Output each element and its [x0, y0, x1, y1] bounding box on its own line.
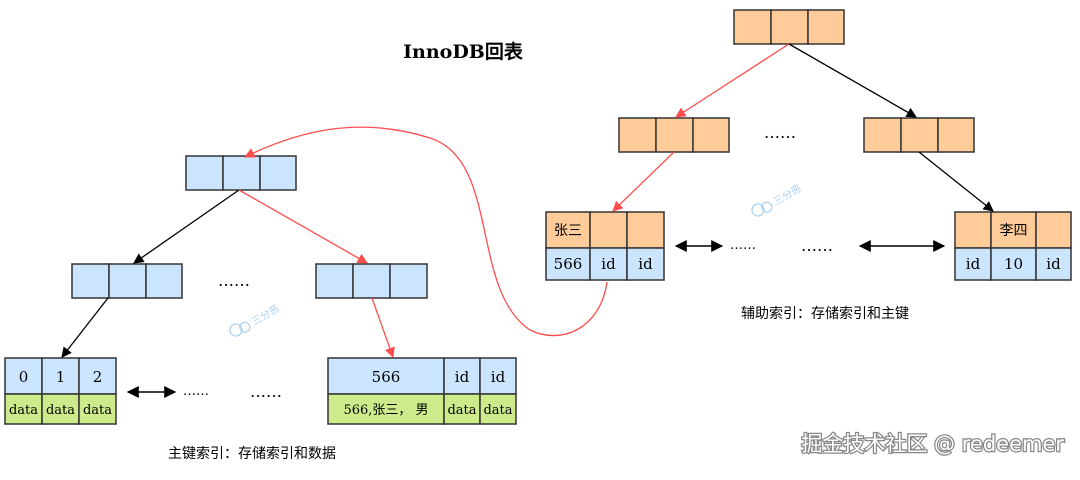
- primary-edge-mid-right: [371, 297, 395, 358]
- secondary-leaf-right-id-1: 10: [1004, 255, 1023, 273]
- watermark-1: 三分恶: [229, 303, 282, 337]
- page-title: InnoDB回表: [403, 40, 524, 63]
- primary-leaf-data-0: data: [9, 403, 38, 418]
- primary-root-node: [185, 155, 297, 191]
- primary-edge-root-right: [238, 189, 368, 264]
- primary-index-caption: 主键索引：存储索引和数据: [168, 445, 336, 462]
- watermark-text-2: 三分恶: [772, 183, 804, 208]
- primary-leaf-key-0: 0: [19, 368, 29, 386]
- primary-leaf-key-2: 2: [93, 368, 103, 386]
- secondary-leaf-right-id-0: id: [966, 255, 981, 273]
- primary-index-tree: …… 0 1 2 data data data 566 id id: [4, 155, 517, 462]
- secondary-leaf-right: 李四 id 10 id: [954, 211, 1072, 281]
- primary-leaf-key-566: 566: [372, 368, 401, 386]
- watermark-2: 三分恶: [751, 183, 804, 217]
- secondary-leaf-left-id-0: id: [601, 255, 616, 273]
- primary-leaf-row: 566,张三， 男: [343, 403, 428, 418]
- secondary-gap-ellipsis-2: ……: [801, 236, 833, 255]
- primary-edge-mid-left: [61, 297, 109, 358]
- primary-gap-ellipsis-1: ……: [183, 384, 209, 399]
- secondary-edge-root-left: [675, 43, 790, 118]
- secondary-index-caption: 辅助索引：存储索引和主键: [741, 305, 909, 322]
- primary-leaf-key-1: 1: [56, 368, 66, 386]
- secondary-index-tree: …… 张三 566 id id 李四 id 10 id: [545, 9, 1072, 322]
- table-lookup-curve: [244, 126, 608, 337]
- primary-mid-node-right: [315, 263, 428, 299]
- credit-text: 掘金技术社区 @ redeemer: [801, 432, 1064, 456]
- secondary-leaf-name-lisi: 李四: [1000, 223, 1028, 239]
- secondary-leaf-key-566: 566: [554, 255, 583, 273]
- secondary-leaf-left-id-1: id: [638, 255, 653, 273]
- primary-gap-ellipsis-2: ……: [250, 382, 282, 401]
- secondary-edge-root-right: [788, 43, 917, 118]
- secondary-mid-node-left: [618, 117, 730, 153]
- secondary-root-node: [733, 9, 845, 45]
- secondary-gap-ellipsis-1: ……: [730, 238, 756, 253]
- primary-leaf-data-1: data: [46, 403, 75, 418]
- secondary-mid-node-right: [863, 117, 975, 153]
- secondary-leaf-name-zhangsan: 张三: [554, 223, 582, 239]
- primary-leaf-id-1: id: [491, 368, 506, 386]
- secondary-leaf-right-id-2: id: [1046, 255, 1061, 273]
- watermark-text-1: 三分恶: [250, 303, 282, 328]
- primary-leaf-right: 566 id id 566,张三， 男 data data: [327, 357, 517, 425]
- primary-leaf-row-data-0: data: [447, 403, 476, 418]
- primary-leaf-left: 0 1 2 data data data: [4, 357, 117, 425]
- primary-leaf-data-2: data: [83, 403, 112, 418]
- primary-mid-node-left: [71, 263, 183, 299]
- secondary-leaf-left: 张三 566 id id: [545, 211, 665, 281]
- primary-edge-root-left: [133, 189, 240, 264]
- primary-mid-ellipsis: ……: [218, 271, 250, 290]
- secondary-mid-ellipsis: ……: [764, 123, 796, 142]
- primary-leaf-row-data-1: data: [483, 403, 512, 418]
- primary-leaf-id-0: id: [455, 368, 470, 386]
- secondary-edge-mid-right: [918, 151, 994, 212]
- secondary-edge-mid-left: [612, 151, 675, 212]
